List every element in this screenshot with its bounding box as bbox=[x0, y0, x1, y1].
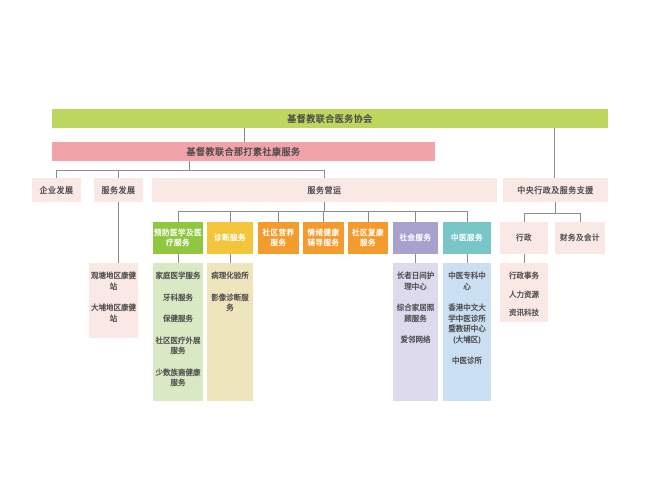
connector-line bbox=[524, 213, 581, 214]
connector-line bbox=[230, 211, 231, 222]
connector-line bbox=[524, 254, 525, 263]
dept-label: 预防医学及医疗服务 bbox=[154, 228, 202, 247]
list-item: 资讯科技 bbox=[509, 308, 539, 317]
list-item: 长者日间护理中心 bbox=[396, 271, 435, 291]
connector-line bbox=[554, 128, 555, 178]
org-parent-label: 基督教联合那打素社康服务 bbox=[186, 147, 301, 157]
list-item: 牙科服务 bbox=[163, 292, 193, 302]
list-item: 综合家居照顾服务 bbox=[396, 303, 435, 323]
connector-line bbox=[555, 202, 556, 213]
connector-line bbox=[118, 202, 119, 263]
connector-line bbox=[580, 213, 581, 222]
list-item: 人力资源 bbox=[509, 289, 539, 299]
dept-label: 社区复康服务 bbox=[352, 228, 384, 247]
column-service-development-units: 观塘地区康健站 大埔地区康健站 bbox=[89, 263, 138, 338]
division-label: 中央行政及服务支援 bbox=[517, 185, 594, 195]
list-item: 观塘地区康健站 bbox=[91, 271, 136, 291]
connector-line bbox=[323, 211, 324, 222]
org-parent-bar: 基督教联合那打素社康服务 bbox=[52, 142, 435, 161]
dept-label: 情绪健康辅导服务 bbox=[307, 228, 340, 247]
division-box-corporate-development: 企业发展 bbox=[32, 178, 81, 202]
column-social-services: 长者日间护理中心 综合家居照顾服务 爱邻网络 bbox=[393, 263, 438, 401]
column-chinese-medicine: 中医专科中心 香港中文大学中医诊所暨教研中心(大埔区) 中医诊所 bbox=[443, 263, 491, 401]
dept-box-diagnostic-services: 诊断服务 bbox=[207, 222, 253, 254]
connector-line bbox=[324, 170, 325, 178]
connector-line bbox=[524, 213, 525, 222]
division-label: 服务发展 bbox=[101, 185, 136, 195]
division-label: 企业发展 bbox=[39, 185, 74, 195]
dept-box-community-rehabilitation: 社区复康服务 bbox=[348, 222, 388, 254]
dept-label: 诊断服务 bbox=[214, 233, 246, 243]
connector-line bbox=[324, 202, 325, 211]
connector-line bbox=[415, 211, 416, 222]
list-item: 香港中文大学中医诊所暨教研中心(大埔区) bbox=[448, 303, 486, 344]
list-item: 影像诊断服务 bbox=[211, 292, 249, 313]
connector-line bbox=[118, 170, 119, 178]
column-administration: 行政事务 人力资源 资讯科技 bbox=[500, 263, 548, 322]
connector-line bbox=[415, 254, 416, 263]
list-item: 保健服务 bbox=[163, 314, 193, 323]
dept-box-social-services: 社会服务 bbox=[393, 222, 438, 254]
dept-box-emotional-health-counselling: 情绪健康辅导服务 bbox=[303, 222, 344, 254]
list-item: 大埔地区康健站 bbox=[91, 303, 136, 323]
list-item: 家庭医学服务 bbox=[155, 271, 201, 280]
connector-line bbox=[178, 254, 179, 263]
column-diagnostic-services: 病理化验所 影像诊断服务 bbox=[207, 263, 253, 401]
connector-line bbox=[467, 254, 468, 263]
connector-line bbox=[56, 170, 325, 171]
division-label: 服务营运 bbox=[307, 185, 342, 195]
connector-line bbox=[244, 128, 245, 142]
dept-box-preventive-medicine: 预防医学及医疗服务 bbox=[153, 222, 203, 254]
connector-line bbox=[368, 211, 369, 222]
dept-label: 社会服务 bbox=[399, 233, 432, 243]
dept-box-community-nutrition: 社区营养服务 bbox=[258, 222, 299, 254]
org-root-label: 基督教联合医务协会 bbox=[287, 114, 373, 124]
connector-line bbox=[178, 211, 179, 222]
division-box-central-admin-support: 中央行政及服务支援 bbox=[503, 178, 608, 202]
list-item: 中医诊所 bbox=[452, 356, 482, 365]
connector-line bbox=[278, 211, 279, 222]
dept-label: 社区营养服务 bbox=[262, 228, 295, 247]
dept-box-finance-accounting: 财务及会计 bbox=[555, 222, 605, 254]
list-item: 少数族裔健康服务 bbox=[155, 367, 201, 388]
column-preventive-medicine: 家庭医学服务 牙科服务 保健服务 社区医疗外展服务 少数族裔健康服务 bbox=[153, 263, 203, 401]
connector-line bbox=[56, 170, 57, 178]
connector-line bbox=[189, 161, 190, 170]
org-root-bar: 基督教联合医务协会 bbox=[52, 109, 608, 128]
list-item: 爱邻网络 bbox=[400, 335, 431, 344]
connector-line bbox=[467, 211, 468, 222]
dept-label: 行政 bbox=[516, 233, 532, 243]
division-box-service-operations: 服务营运 bbox=[152, 178, 497, 202]
list-item: 行政事务 bbox=[509, 271, 539, 280]
dept-label: 财务及会计 bbox=[560, 233, 600, 243]
list-item: 中医专科中心 bbox=[448, 271, 486, 291]
dept-label: 中医服务 bbox=[451, 233, 483, 243]
dept-box-administration: 行政 bbox=[500, 222, 548, 254]
division-box-service-development: 服务发展 bbox=[94, 178, 143, 202]
connector-line bbox=[230, 254, 231, 263]
dept-box-chinese-medicine: 中医服务 bbox=[443, 222, 491, 254]
list-item: 社区医疗外展服务 bbox=[155, 335, 201, 356]
list-item: 病理化验所 bbox=[211, 271, 249, 280]
